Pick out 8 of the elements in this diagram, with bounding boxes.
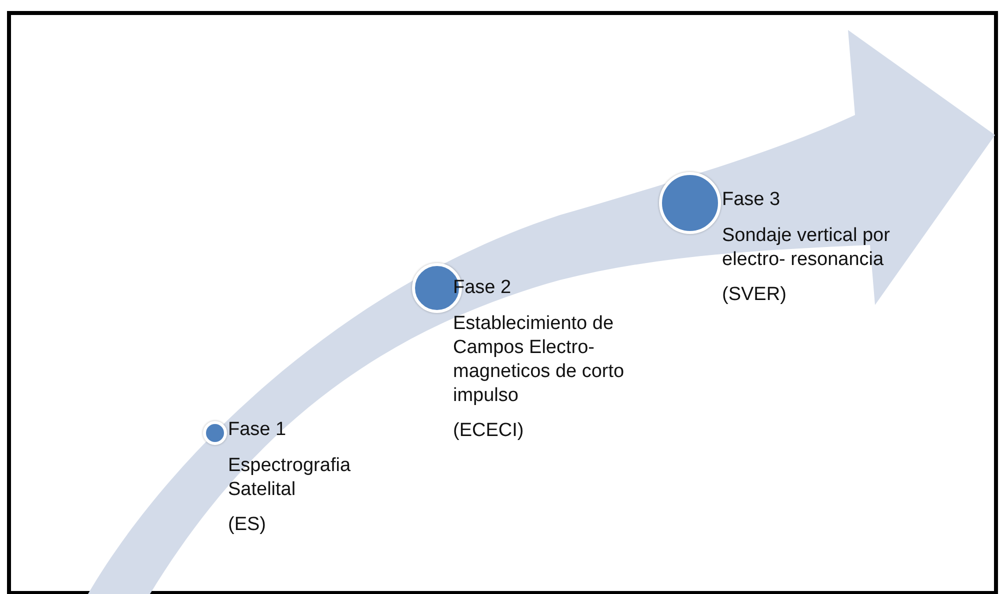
phase-title: Fase 1 xyxy=(228,418,288,442)
phase-abbreviation: (ECECI) xyxy=(453,419,525,443)
phase-abbreviation: (SVER) xyxy=(722,283,788,307)
phase-description: Espectrografia Satelital xyxy=(228,454,352,502)
phase-abbreviation: (ES) xyxy=(228,513,267,537)
phase-description: Establecimiento de Campos Electro- magneticos de corto impulso xyxy=(453,312,626,408)
phase-description: Sondaje vertical por electro- resonancia xyxy=(722,224,891,272)
phase-title: Fase 3 xyxy=(722,188,782,212)
